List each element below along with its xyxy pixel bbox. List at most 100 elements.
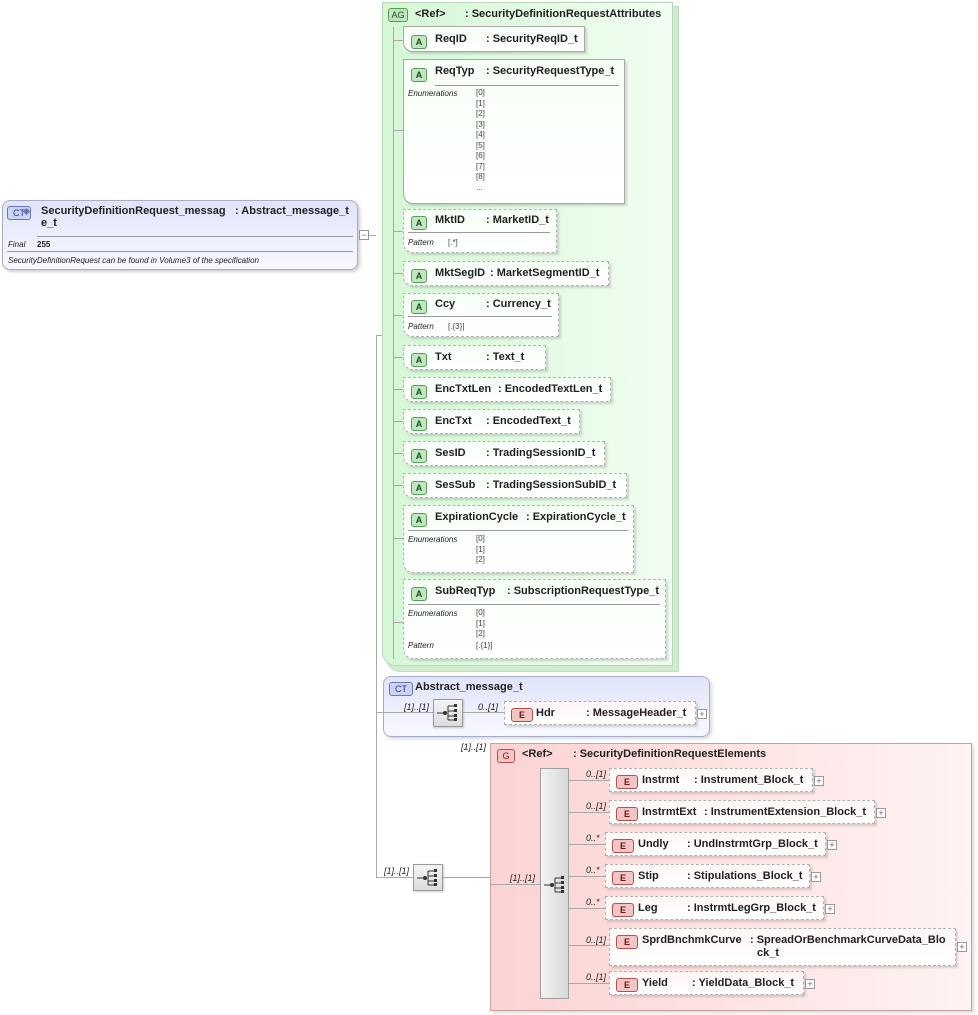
attribute-badge: A	[411, 417, 427, 431]
enum-values: [0] [1] [2]	[476, 534, 485, 566]
element-type: : UndInstrmtGrp_Block_t	[687, 838, 818, 850]
abstract-sequence[interactable]	[433, 699, 463, 727]
enum-value: [2]	[476, 555, 485, 564]
expand-stip[interactable]: +	[811, 872, 821, 882]
element-type: : InstrmtLegGrp_Block_t	[687, 902, 816, 914]
enum-value: [4]	[476, 130, 485, 139]
doc-separator	[7, 251, 353, 252]
enum-value: ...	[476, 182, 483, 192]
element-badge: E	[616, 935, 638, 949]
inner-sequence[interactable]	[540, 768, 569, 999]
attribute-mktid[interactable]: A MktID : MarketID_t Pattern [.*]	[403, 209, 557, 253]
enum-value: [5]	[476, 140, 485, 150]
attribute-subreqtyp[interactable]: A SubReqTyp : SubscriptionRequestType_t …	[403, 579, 666, 659]
attribute-reqtyp[interactable]: A ReqTyp : SecurityRequestType_t Enumera…	[403, 59, 625, 204]
attribute-name: Txt	[435, 351, 452, 363]
attribute-ccy[interactable]: A Ccy : Currency_t Pattern [.{3}]	[403, 293, 559, 337]
expand-sprdbnchmkcurve[interactable]: +	[957, 942, 967, 952]
attribute-type: : Currency_t	[486, 298, 551, 310]
element-name: InstrmtExt	[642, 806, 697, 818]
final-value: 255	[37, 240, 51, 249]
attribute-reqid[interactable]: A ReqID : SecurityReqID_t	[403, 26, 585, 52]
enum-value: [0]	[476, 88, 485, 97]
attribute-sessub[interactable]: A SesSub : TradingSessionSubID_t	[403, 473, 627, 498]
attribute-enctxtlen[interactable]: A EncTxtLen : EncodedTextLen_t	[403, 377, 611, 402]
element-leg[interactable]: E Leg : InstrmtLegGrp_Block_t	[605, 896, 824, 920]
sequence-compositor-icon	[544, 876, 564, 893]
element-badge: E	[612, 903, 634, 917]
expand-instrmt[interactable]: +	[814, 776, 824, 786]
attribute-group-badge: AG	[388, 8, 408, 22]
attribute-group-name: <Ref>	[415, 8, 446, 20]
attribute-sesid[interactable]: A SesID : TradingSessionID_t	[403, 441, 605, 466]
enum-value: [6]	[476, 151, 485, 160]
attribute-type: : SubscriptionRequestType_t	[507, 585, 659, 597]
expand-hdr[interactable]: +	[697, 709, 707, 719]
enum-value: [2]	[476, 629, 485, 638]
group-cardinality: [1]..[1]	[461, 742, 487, 752]
attribute-mktsegid[interactable]: A MktSegID : MarketSegmentID_t	[403, 261, 609, 286]
element-sprdbnchmkcurve[interactable]: E SprdBnchmkCurve : SpreadOrBenchmarkCur…	[609, 928, 956, 966]
attribute-type: : EncodedText_t	[486, 415, 571, 427]
attribute-type: : EncodedTextLen_t	[498, 383, 603, 395]
enum-value: [1]	[476, 98, 485, 108]
element-name: Yield	[642, 977, 668, 989]
element-badge: E	[616, 978, 638, 992]
pattern-label: Pattern	[408, 322, 434, 331]
enum-value: [3]	[476, 119, 485, 129]
attribute-name: EncTxtLen	[435, 383, 492, 395]
attribute-type: : MarketID_t	[486, 214, 549, 226]
final-label: Final	[8, 240, 26, 249]
inner-sequence-cardinality: [1]..[1]	[510, 873, 536, 883]
element-cardinality: 0..*	[586, 833, 600, 843]
enum-value: [1]	[476, 544, 485, 554]
attribute-expirationcycle[interactable]: A ExpirationCycle : ExpirationCycle_t En…	[403, 505, 634, 573]
complex-type-badge: CT	[389, 682, 413, 696]
attribute-separator	[408, 604, 660, 605]
attribute-badge: A	[411, 587, 427, 601]
attribute-name: EncTxt	[435, 415, 472, 427]
element-instrmt[interactable]: E Instrmt : Instrument_Block_t	[609, 768, 813, 792]
expand-instrmtext[interactable]: +	[876, 808, 886, 818]
element-yield[interactable]: E Yield : YieldData_Block_t	[609, 971, 804, 995]
attribute-badge: A	[411, 68, 427, 82]
connector-root-out	[369, 235, 376, 236]
expand-leg[interactable]: +	[825, 904, 835, 914]
enum-value: [2]	[476, 109, 485, 118]
element-badge: E	[612, 871, 634, 885]
connector-trunk	[376, 335, 377, 877]
group-badge: G	[497, 749, 515, 763]
pattern-value: [.*]	[448, 238, 458, 247]
outer-sequence[interactable]	[413, 864, 443, 891]
attribute-name: MktSegID	[435, 267, 486, 279]
element-stip[interactable]: E Stip : Stipulations_Block_t	[605, 864, 810, 888]
plus-box-icon: +	[816, 776, 822, 786]
plus-box-icon: +	[699, 709, 705, 719]
collapse-toggle[interactable]: −	[359, 230, 369, 240]
element-instrmtext[interactable]: E InstrmtExt : InstrumentExtension_Block…	[609, 800, 875, 824]
sequence-compositor-icon	[417, 869, 437, 886]
attribute-txt[interactable]: A Txt : Text_t	[403, 345, 546, 370]
outer-sequence-cardinality: [1]..[1]	[384, 866, 410, 876]
connector-to-attr-group	[376, 335, 384, 336]
minus-box-icon: −	[361, 230, 367, 240]
enum-value: [7]	[476, 161, 485, 171]
root-name: SecurityDefinitionRequest_messag e_t	[41, 205, 226, 229]
expand-undly[interactable]: +	[827, 840, 837, 850]
attribute-badge: A	[411, 35, 427, 49]
element-cardinality: 0..[1]	[586, 769, 607, 779]
attribute-separator	[408, 316, 552, 317]
attribute-badge: A	[411, 216, 427, 230]
expand-yield[interactable]: +	[805, 979, 815, 989]
pattern-label: Pattern	[408, 641, 434, 650]
attribute-type: : SecurityReqID_t	[486, 33, 578, 45]
root-documentation: SecurityDefinitionRequest can be found i…	[8, 256, 259, 265]
element-type: : Instrument_Block_t	[694, 774, 804, 786]
attribute-enctxt[interactable]: A EncTxt : EncodedText_t	[403, 409, 580, 434]
attr-group-spine	[393, 27, 394, 659]
element-name: Hdr	[536, 707, 555, 719]
root-complex-type[interactable]: CT SecurityDefinitionRequest_messag e_t …	[2, 200, 358, 270]
element-undly[interactable]: E Undly : UndInstrmtGrp_Block_t	[605, 832, 826, 856]
element-hdr[interactable]: E Hdr : MessageHeader_t	[504, 701, 696, 725]
attribute-name: ReqID	[435, 33, 467, 45]
